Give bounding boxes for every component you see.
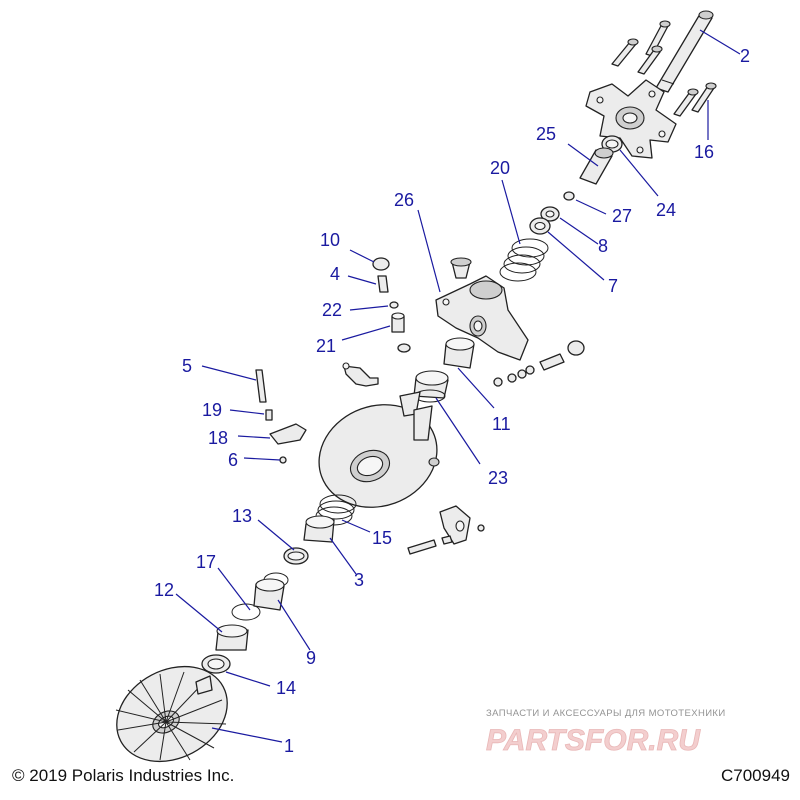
callout-label: 1: [284, 736, 294, 756]
callout-label: 14: [276, 678, 296, 698]
callout-label: 17: [196, 552, 216, 572]
part-bushing-11: [443, 337, 475, 369]
callout-label: 11: [492, 414, 511, 434]
callout-label: 16: [694, 142, 714, 162]
part-pin: [450, 257, 472, 279]
part-spider-plate: [585, 79, 677, 159]
callout-label: 7: [608, 276, 618, 296]
watermark: ЗАПЧАСТИ И АКСЕССУАРЫ ДЛЯ МОТОТЕХНИКИ PA…: [486, 708, 726, 757]
callout-label: 4: [330, 264, 340, 284]
part-spring: [499, 238, 549, 282]
callout-label: 15: [372, 528, 392, 548]
part-moveable-sheave: [318, 391, 440, 508]
callout-label: 23: [488, 468, 508, 488]
part-fixed-sheave: [115, 665, 228, 763]
callout-label: 25: [536, 124, 556, 144]
part-sleeve: [579, 147, 614, 185]
part-ring-13: [283, 547, 309, 565]
part-bushing-12: [215, 624, 249, 651]
callout-label: 24: [656, 200, 676, 220]
part-washer-14: [201, 654, 231, 674]
callout-label: 12: [154, 580, 174, 600]
copyright-text: © 2019 Polaris Industries Inc.: [12, 766, 235, 785]
callout-label: 26: [394, 190, 414, 210]
callout-label: 5: [182, 356, 192, 376]
callout-label: 13: [232, 506, 252, 526]
callout-label: 20: [490, 158, 510, 178]
part-roller-pins: [493, 340, 585, 387]
callout-label: 3: [354, 570, 364, 590]
callout-label: 9: [306, 648, 316, 668]
part-spider-arm: [435, 275, 529, 361]
callout-label: 18: [208, 428, 228, 448]
callout-label: 2: [740, 46, 750, 66]
part-lever-arm: [407, 505, 485, 555]
watermark-logo: PARTSFOR.RU: [486, 724, 701, 757]
part-left-weights: [255, 369, 307, 464]
callout-label: 19: [202, 400, 222, 420]
part-small-bolts: [611, 20, 717, 117]
diagram-code: C700949: [720, 766, 790, 785]
callout-label: 22: [322, 300, 342, 320]
part-bushing-ring: [601, 135, 623, 153]
part-bushing-9: [253, 578, 285, 611]
callout-label: 27: [612, 206, 632, 226]
callout-label: 10: [320, 230, 340, 250]
callout-label: 8: [598, 236, 608, 256]
part-bushing-23: [413, 370, 449, 403]
leader-lines: [175, 29, 741, 743]
part-small-washers: [529, 191, 575, 235]
callout-label: 6: [228, 450, 238, 470]
part-small-column: [372, 257, 411, 353]
part-bushing-3: [303, 515, 335, 543]
callouts: 1 2 3 4 5 6 7 8 9 10 11 12 13 14 15 16 1…: [154, 46, 750, 756]
callout-label: 21: [316, 336, 336, 356]
part-long-bolt: [655, 10, 714, 93]
part-weight-pin: [342, 362, 379, 387]
watermark-tagline: ЗАПЧАСТИ И АКСЕССУАРЫ ДЛЯ МОТОТЕХНИКИ: [486, 708, 726, 719]
